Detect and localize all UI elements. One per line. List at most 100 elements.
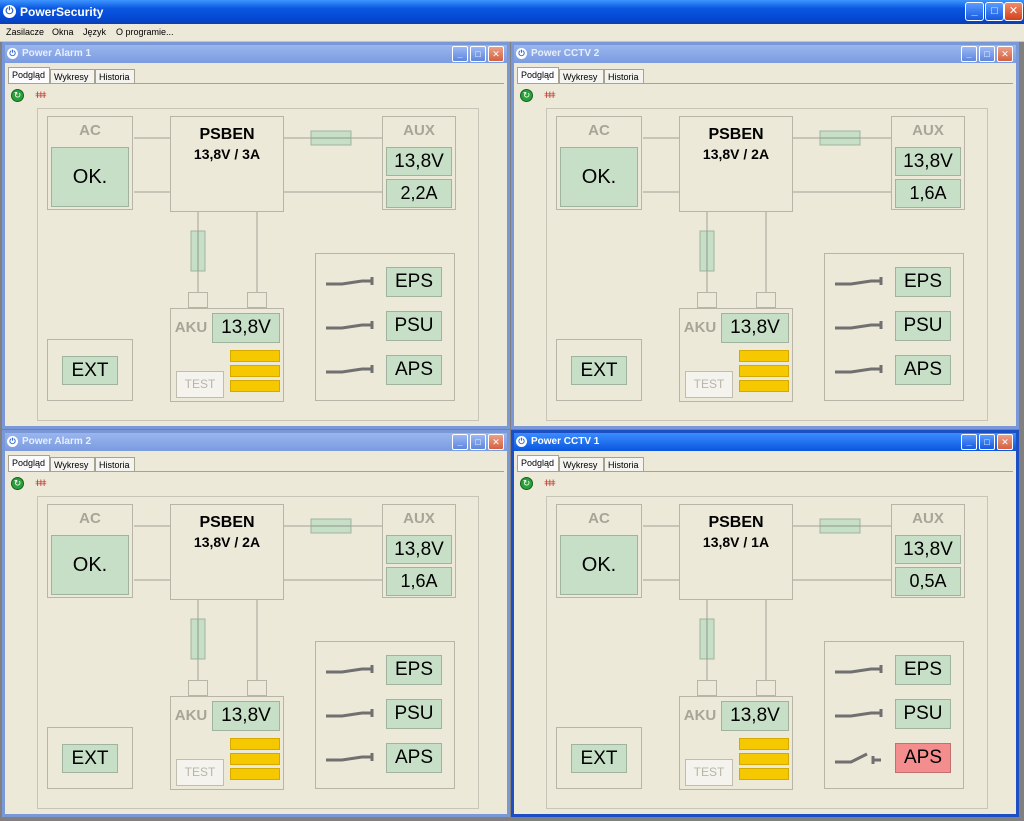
settings-sliders-icon[interactable]: ǂǂǂ — [35, 478, 47, 488]
tab-historia[interactable]: Historia — [95, 69, 135, 83]
child-title-bar[interactable]: ⏻ Power CCTV 2 _ □ ✕ — [514, 45, 1016, 63]
aku-link-right — [765, 212, 767, 342]
child-title-bar[interactable]: ⏻ Power CCTV 1 _ □ ✕ — [514, 433, 1016, 451]
ac-label: AC — [79, 510, 101, 527]
tab-podglad[interactable]: Podgląd — [517, 455, 559, 471]
refresh-icon[interactable]: ↻ — [11, 477, 24, 490]
aux-block: AUX 13,8V 2,2A — [382, 116, 456, 210]
menu-jezyk[interactable]: Język — [83, 27, 107, 37]
psu-diagram: AC OK. PSBEN 13,8V / 2A AUX 13,8V 1,6A — [546, 108, 988, 421]
child-window-2[interactable]: ⏻ Power CCTV 2 _ □ ✕ Podgląd Wykresy His… — [511, 42, 1019, 429]
ac-link-bottom — [134, 191, 170, 193]
eps-indicator: EPS — [895, 267, 951, 297]
battery-level-bar-3 — [230, 768, 280, 780]
close-button[interactable]: ✕ — [488, 46, 504, 62]
aku-fuse-icon — [190, 230, 206, 272]
aux-voltage-display: 13,8V — [895, 535, 961, 564]
ac-block: AC OK. — [556, 504, 642, 598]
aku-block: AKU 13,8V TEST — [170, 696, 284, 790]
refresh-icon[interactable]: ↻ — [11, 89, 24, 102]
aku-terminal-minus — [697, 292, 717, 308]
aku-fuse-icon — [699, 230, 715, 272]
child-window-4[interactable]: ⏻ Power CCTV 1 _ □ ✕ Podgląd Wykresy His… — [511, 430, 1019, 817]
aux-block: AUX 13,8V 0,5A — [891, 504, 965, 598]
tab-divider — [517, 83, 1013, 84]
ext-block: EXT — [556, 727, 642, 789]
tab-wykresy[interactable]: Wykresy — [50, 69, 95, 83]
child-window-3[interactable]: ⏻ Power Alarm 2 _ □ ✕ Podgląd Wykresy Hi… — [2, 430, 510, 817]
aku-terminal-plus — [756, 292, 776, 308]
ac-label: AC — [588, 122, 610, 139]
child-title-bar[interactable]: ⏻ Power Alarm 2 _ □ ✕ — [5, 433, 507, 451]
diagram-frame — [37, 496, 479, 809]
aku-label: AKU — [683, 319, 717, 336]
settings-sliders-icon[interactable]: ǂǂǂ — [35, 90, 47, 100]
switch-aps-icon — [326, 365, 374, 374]
aux-voltage-display: 13,8V — [895, 147, 961, 176]
menu-okna[interactable]: Okna — [52, 27, 74, 37]
aux-current-display: 1,6A — [895, 179, 961, 208]
close-button[interactable]: ✕ — [997, 46, 1013, 62]
aku-voltage-display: 13,8V — [212, 313, 280, 343]
close-button[interactable]: ✕ — [997, 434, 1013, 450]
test-button[interactable]: TEST — [176, 371, 224, 398]
maximize-button[interactable]: □ — [979, 46, 995, 62]
child-window-1[interactable]: ⏻ Power Alarm 1 _ □ ✕ Podgląd Wykresy Hi… — [2, 42, 510, 429]
settings-sliders-icon[interactable]: ǂǂǂ — [544, 90, 556, 100]
aku-label: AKU — [683, 707, 717, 724]
aku-voltage-display: 13,8V — [721, 701, 789, 731]
tab-podglad[interactable]: Podgląd — [8, 67, 50, 83]
child-title-bar[interactable]: ⏻ Power Alarm 1 _ □ ✕ — [5, 45, 507, 63]
maximize-button[interactable]: □ — [979, 434, 995, 450]
tab-podglad[interactable]: Podgląd — [517, 67, 559, 83]
test-button[interactable]: TEST — [176, 759, 224, 786]
tab-podglad[interactable]: Podgląd — [8, 455, 50, 471]
minimize-button[interactable]: _ — [965, 2, 984, 21]
maximize-button[interactable]: □ — [985, 2, 1004, 21]
minimize-button[interactable]: _ — [961, 434, 977, 450]
minimize-button[interactable]: _ — [961, 46, 977, 62]
aux-fuse-icon — [819, 130, 861, 146]
aps-indicator: APS — [386, 355, 442, 385]
aku-terminal-minus — [188, 292, 208, 308]
aku-block: AKU 13,8V TEST — [679, 696, 793, 790]
ac-status-display: OK. — [51, 147, 129, 207]
eps-indicator: EPS — [386, 267, 442, 297]
minimize-button[interactable]: _ — [452, 434, 468, 450]
maximize-button[interactable]: □ — [470, 434, 486, 450]
tab-historia[interactable]: Historia — [604, 69, 644, 83]
test-button[interactable]: TEST — [685, 371, 733, 398]
tab-historia[interactable]: Historia — [95, 457, 135, 471]
menu-zasilacze[interactable]: Zasilacze — [6, 27, 45, 37]
switch-psu-icon — [835, 321, 883, 330]
battery-level-bar-1 — [230, 738, 280, 750]
tab-wykresy[interactable]: Wykresy — [50, 457, 95, 471]
maximize-button[interactable]: □ — [470, 46, 486, 62]
ac-link-top — [643, 525, 679, 527]
ac-link-bottom — [643, 579, 679, 581]
tab-wykresy[interactable]: Wykresy — [559, 69, 604, 83]
test-button[interactable]: TEST — [685, 759, 733, 786]
tab-historia[interactable]: Historia — [604, 457, 644, 471]
aux-current-display: 2,2A — [386, 179, 452, 208]
switch-eps-icon — [835, 277, 883, 286]
main-title-bar[interactable]: ⏻ PowerSecurity _ □ ✕ — [0, 0, 1024, 24]
switch-eps-icon — [326, 665, 374, 674]
ac-link-bottom — [643, 191, 679, 193]
aku-link-left — [197, 212, 199, 342]
switch-eps-icon — [326, 277, 374, 286]
tab-wykresy[interactable]: Wykresy — [559, 457, 604, 471]
settings-sliders-icon[interactable]: ǂǂǂ — [544, 478, 556, 488]
minimize-button[interactable]: _ — [452, 46, 468, 62]
refresh-icon[interactable]: ↻ — [520, 477, 533, 490]
aku-label: AKU — [174, 707, 208, 724]
close-button[interactable]: ✕ — [488, 434, 504, 450]
battery-level-bar-2 — [230, 753, 280, 765]
battery-level-bar-3 — [739, 380, 789, 392]
ac-link-top — [643, 137, 679, 139]
refresh-icon[interactable]: ↻ — [520, 89, 533, 102]
aku-terminal-minus — [697, 680, 717, 696]
close-button[interactable]: ✕ — [1004, 2, 1023, 21]
menu-o-programie[interactable]: O programie... — [116, 27, 174, 37]
aku-voltage-display: 13,8V — [721, 313, 789, 343]
